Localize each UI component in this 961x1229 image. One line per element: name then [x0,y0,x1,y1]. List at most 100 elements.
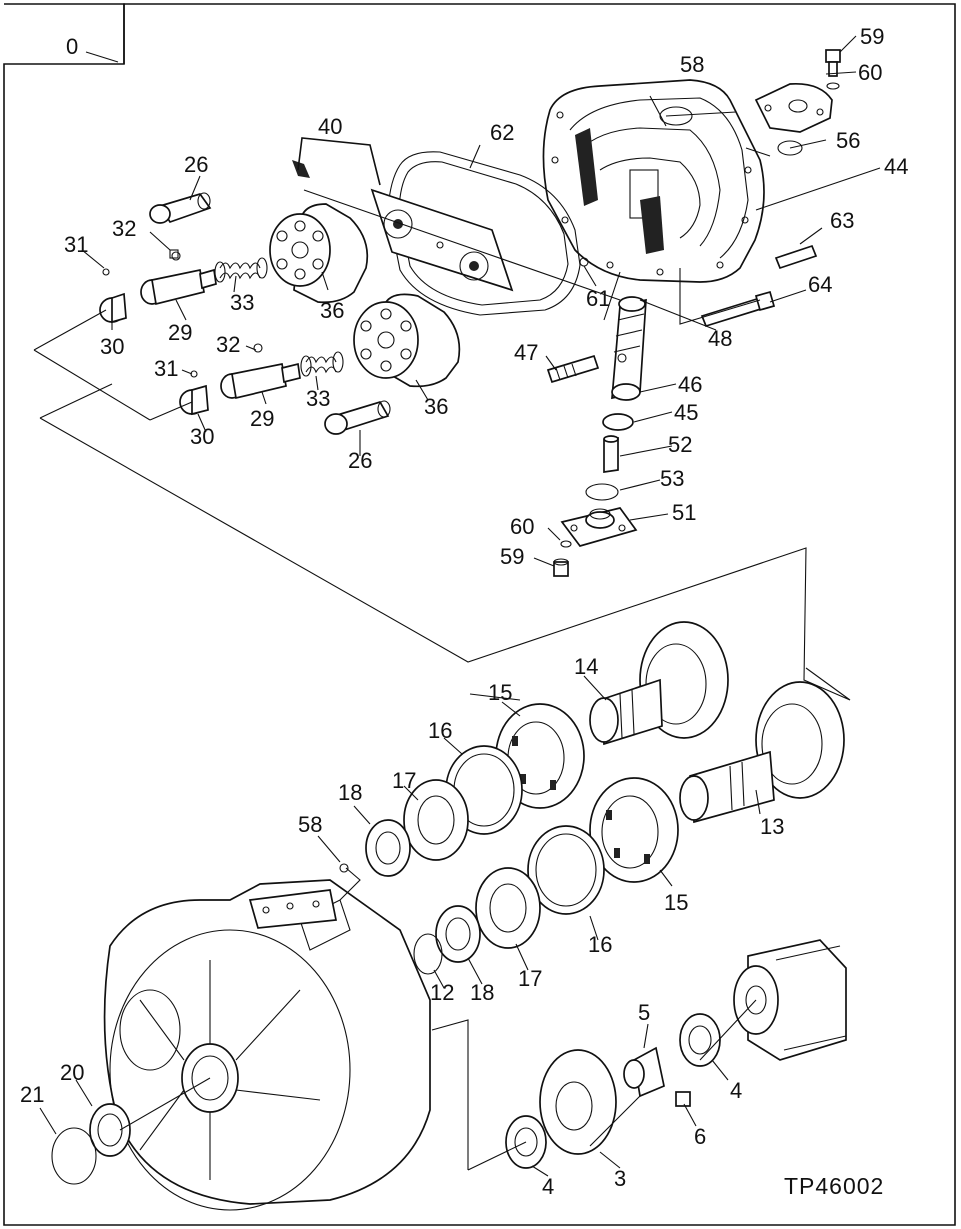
snap-ring-12 [413,933,443,975]
callout-62: 62 [490,120,514,145]
callout-26b: 26 [348,448,372,473]
callout-26a: 26 [184,152,208,177]
gear-shaft-13 [679,681,845,824]
piston-26-upper [149,192,212,224]
callout-60a: 60 [858,60,882,85]
callout-60b: 60 [510,514,534,539]
cylinder-block-36-upper [269,203,369,304]
callout-31b: 31 [154,356,178,381]
bearing-4-upper [679,1013,721,1067]
callout-44: 44 [884,154,908,179]
spring-33-upper [214,257,268,283]
callout-13: 13 [760,814,784,839]
pump-assembly [733,939,847,1061]
cone-17-lower [475,867,541,949]
callout-29b: 29 [250,406,274,431]
callout-20: 20 [60,1060,84,1085]
callout-16b: 16 [588,932,612,957]
bearing-15-lower [589,777,679,883]
flange-51 [560,507,638,547]
gear-shaft-14 [589,621,729,746]
shaft-29-lower [220,343,301,400]
callout-47: 47 [514,340,538,365]
seal-20 [89,1103,131,1157]
callout-15b: 15 [664,890,688,915]
callout-51: 51 [672,500,696,525]
corner-index-label: 0 [66,34,78,59]
pin-52 [603,435,619,473]
callout-63: 63 [830,208,854,233]
callout-32a: 32 [112,216,136,241]
callout-4a: 4 [730,1078,742,1103]
callout-18b: 18 [470,980,494,1005]
corner-index-box [4,3,125,64]
gear-5 [623,1046,665,1098]
callout-48: 48 [708,326,732,351]
callout-3: 3 [614,1166,626,1191]
shaft-29-upper [140,251,217,306]
valve-plate-40 [292,137,514,292]
cylinder-block-36-lower [353,293,461,388]
callout-15a: 15 [488,680,512,705]
dowel-58-lower [339,863,349,873]
callout-59a: 59 [860,24,884,49]
cover-plate-56 [754,82,833,156]
washer-45 [602,413,634,431]
callout-33a: 33 [230,290,254,315]
piston-26-lower [324,400,391,435]
fittings-63-64 [700,244,818,328]
o-ring-53 [585,483,619,501]
spring-33-lower [300,351,344,377]
callout-17b: 17 [518,966,542,991]
callout-40: 40 [318,114,342,139]
callout-6: 6 [694,1124,706,1149]
callout-18a: 18 [338,780,362,805]
assembly-lines [33,95,851,1171]
figure-reference-code: TP46002 [784,1173,884,1199]
bolt-59-lower [553,540,572,577]
main-housing [103,879,431,1211]
callout-61: 61 [586,286,610,311]
callout-32b: 32 [216,332,240,357]
callout-5: 5 [638,1000,650,1025]
callout-36b: 36 [424,394,448,419]
callout-46: 46 [678,372,702,397]
pin-31-upper [102,268,110,276]
callout-52: 52 [668,432,692,457]
callout-53: 53 [660,466,684,491]
cap-30-upper [99,292,127,324]
pin-32-upper [169,249,179,259]
callout-29a: 29 [168,320,192,345]
race-16-lower [527,825,605,915]
nut-18-upper [365,819,411,877]
callout-45: 45 [674,400,698,425]
callout-12: 12 [430,980,454,1005]
callout-4b: 4 [542,1174,554,1199]
cone-17-upper [403,779,469,861]
transmission-cover-44 [542,79,765,283]
callout-56: 56 [836,128,860,153]
callout-31a: 31 [64,232,88,257]
callout-21: 21 [20,1082,44,1107]
cap-30-lower [179,384,209,416]
callout-33b: 33 [306,386,330,411]
gear-3 [539,1049,617,1155]
callout-58a: 58 [680,52,704,77]
nut-18-lower [435,905,481,963]
callout-30b: 30 [190,424,214,449]
retaining-ring-21 [51,1127,97,1185]
screw-47 [546,354,600,384]
bolt-59-top [825,49,841,90]
callout-59b: 59 [500,544,524,569]
callout-16a: 16 [428,718,452,743]
key-6 [675,1091,691,1107]
callout-58b: 58 [298,812,322,837]
spindle-46 [611,296,647,401]
callout-64: 64 [808,272,832,297]
callout-14: 14 [574,654,598,679]
leader-lines [39,35,881,1177]
callout-30a: 30 [100,334,124,359]
callout-17a: 17 [392,768,416,793]
